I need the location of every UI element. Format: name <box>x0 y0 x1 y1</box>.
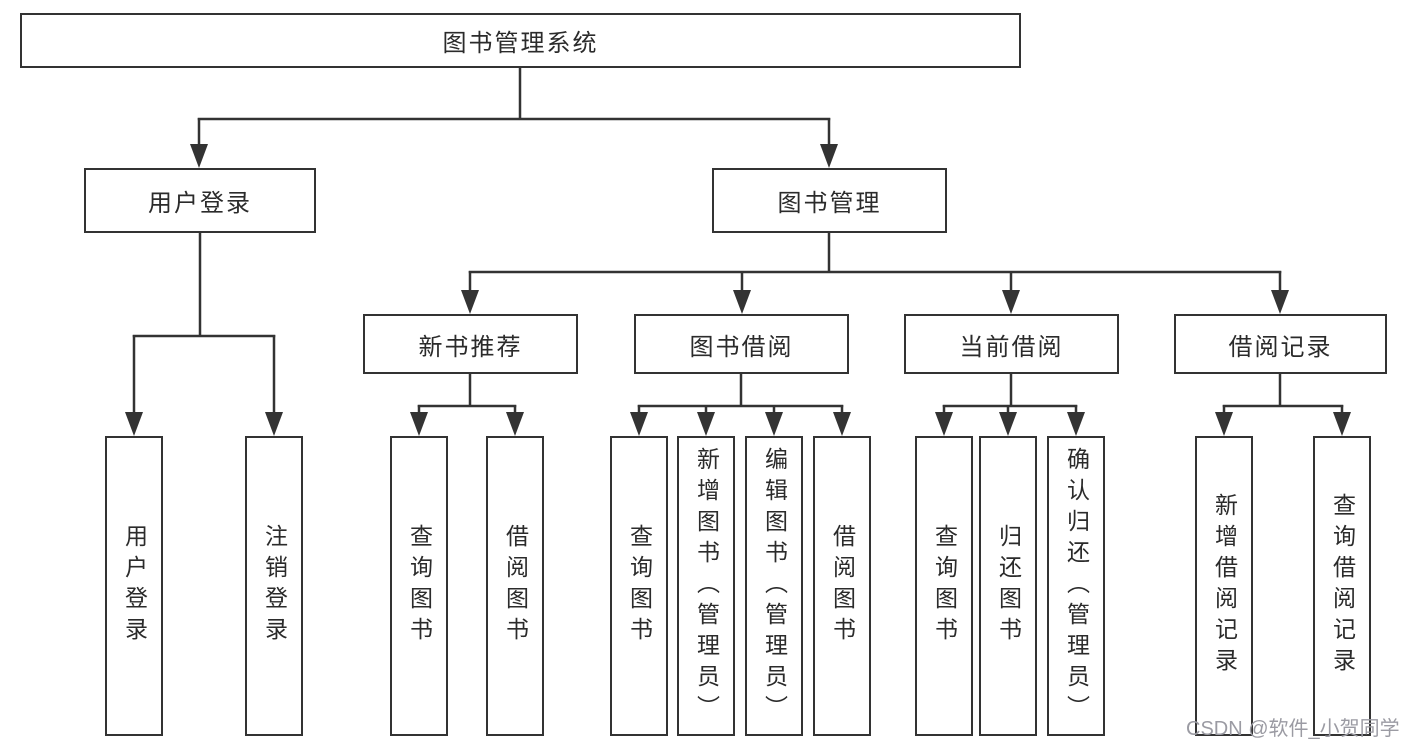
node-label: 编辑图书（管理员） <box>761 446 788 726</box>
arrow-down-icon <box>630 412 648 436</box>
node-label: 查询图书 <box>406 524 433 648</box>
node-borrowing-records: 借阅记录 <box>1174 314 1387 374</box>
arrow-down-icon <box>1002 290 1020 314</box>
leaf-add-borrow-record: 新增借阅记录 <box>1195 436 1253 736</box>
leaf-user-login: 用户登录 <box>105 436 163 736</box>
arrow-down-icon <box>1067 412 1085 436</box>
arrow-down-icon <box>461 290 479 314</box>
arrow-down-icon <box>125 412 143 436</box>
connector-current-borrowing-children <box>935 374 1085 436</box>
leaf-add-books-admin: 新增图书（管理员） <box>677 436 735 736</box>
node-label: 归还图书 <box>995 524 1022 648</box>
leaf-edit-books-admin: 编辑图书（管理员） <box>745 436 803 736</box>
node-label: 查询借阅记录 <box>1329 493 1356 679</box>
node-current-borrowing: 当前借阅 <box>904 314 1119 374</box>
node-label: 图书管理 <box>777 190 882 217</box>
node-label: 查询图书 <box>626 524 653 648</box>
leaf-query-books-borrowing: 查询图书 <box>610 436 668 736</box>
arrow-down-icon <box>506 412 524 436</box>
connector-root-to-level2 <box>190 68 838 168</box>
connector-user-login-children <box>125 233 283 436</box>
node-label: 查询图书 <box>931 524 958 648</box>
arrow-down-icon <box>820 144 838 168</box>
leaf-query-books-current: 查询图书 <box>915 436 973 736</box>
node-label: 用户登录 <box>148 190 252 217</box>
node-label: 新增图书（管理员） <box>693 446 720 726</box>
arrow-down-icon <box>935 412 953 436</box>
connector-new-book-recommendation-children <box>410 374 524 436</box>
connector-book-management-children <box>461 233 1289 314</box>
node-label: 新增借阅记录 <box>1211 493 1238 679</box>
arrow-down-icon <box>697 412 715 436</box>
leaf-query-books-recommend: 查询图书 <box>390 436 448 736</box>
node-new-book-recommendation: 新书推荐 <box>363 314 578 374</box>
arrow-down-icon <box>833 412 851 436</box>
arrow-down-icon <box>190 144 208 168</box>
csdn-watermark: CSDN @软件_小贺同学 <box>1186 718 1400 740</box>
node-label: 确认归还（管理员） <box>1063 446 1090 726</box>
node-label: 用户登录 <box>121 524 148 648</box>
leaf-confirm-return-admin: 确认归还（管理员） <box>1047 436 1105 736</box>
node-label: 图书借阅 <box>689 333 794 361</box>
leaf-borrow-books-recommend: 借阅图书 <box>486 436 544 736</box>
node-label: 借阅图书 <box>502 524 529 648</box>
arrow-down-icon <box>765 412 783 436</box>
leaf-logout: 注销登录 <box>245 436 303 736</box>
arrow-down-icon <box>733 290 751 314</box>
leaf-query-borrow-record: 查询借阅记录 <box>1313 436 1371 736</box>
node-label: 注销登录 <box>261 524 288 648</box>
node-library-management-system: 图书管理系统 <box>20 13 1021 68</box>
node-book-management: 图书管理 <box>712 168 947 233</box>
node-user-login: 用户登录 <box>84 168 316 233</box>
connector-borrowing-records-children <box>1215 374 1351 436</box>
node-book-borrowing: 图书借阅 <box>634 314 849 374</box>
node-label: 借阅图书 <box>829 524 856 648</box>
arrow-down-icon <box>1333 412 1351 436</box>
leaf-borrow-books-borrowing: 借阅图书 <box>813 436 871 736</box>
node-label: 新书推荐 <box>418 333 523 361</box>
connector-book-borrowing-children <box>630 374 851 436</box>
arrow-down-icon <box>1215 412 1233 436</box>
arrow-down-icon <box>999 412 1017 436</box>
arrow-down-icon <box>1271 290 1289 314</box>
arrow-down-icon <box>410 412 428 436</box>
leaf-return-books: 归还图书 <box>979 436 1037 736</box>
arrow-down-icon <box>265 412 283 436</box>
node-label: 图书管理系统 <box>442 30 599 57</box>
node-label: 借阅记录 <box>1228 333 1333 361</box>
node-label: 当前借阅 <box>959 333 1064 361</box>
